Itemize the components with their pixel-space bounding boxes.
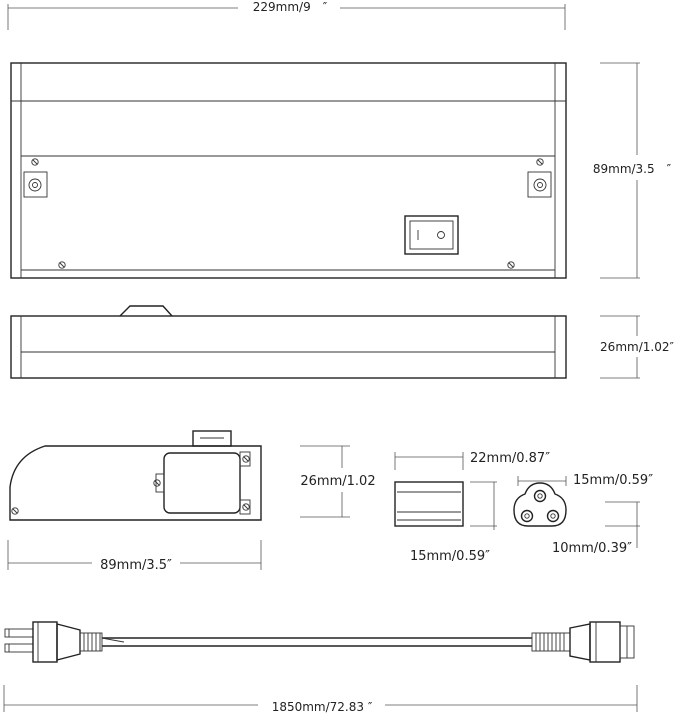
cord-length-dimension: 1850mm/72.83 ″ (3, 685, 638, 714)
rocker-switch-icon (404, 215, 459, 255)
screw-icon (31, 158, 39, 166)
screw-icon (11, 507, 19, 515)
ac-plug-icon (4, 621, 103, 663)
height-label: 89mm/3.5 ″ (593, 162, 672, 176)
light-bar-front-view (10, 62, 567, 279)
side-switch-icon (119, 305, 173, 317)
cord-connector-end (531, 621, 635, 663)
switchbox-height-dimension: 26mm/1.02 (300, 445, 376, 518)
screw-icon (58, 261, 66, 269)
socket-height-label: 10mm/0.39″ (552, 541, 632, 556)
connector-height-dimension: 15mm/0.59″ (410, 481, 497, 564)
screw-icon (507, 261, 515, 269)
side-height-label: 26mm/1.02″ (600, 340, 674, 354)
screw-icon (536, 158, 544, 166)
screw-icon (242, 503, 250, 511)
width-dimension: 229mm/9 ″ (7, 0, 566, 30)
width-label: 229mm/9 ″ (253, 0, 328, 14)
connector-height-label: 15mm/0.59″ (410, 549, 490, 564)
switchbox-width-label: 89mm/3.5″ (100, 558, 172, 573)
plug-strain-relief (79, 632, 103, 652)
screw-icon (242, 455, 250, 463)
cord-length-label: 1850mm/72.83 ″ (272, 700, 373, 714)
switchbox-height-label: 26mm/1.02 (300, 474, 375, 489)
switchbox-width-dimension: 89mm/3.5″ (7, 540, 262, 573)
mounting-bracket-right (527, 171, 552, 198)
three-pin-socket-icon (513, 482, 567, 527)
socket-width-dimension: 15mm/0.59″ (517, 473, 653, 488)
height-dimension: 89mm/3.5 ″ (593, 62, 672, 279)
connector-width-label: 22mm/0.87″ (470, 451, 550, 466)
connector-width-dimension: 22mm/0.87″ (394, 451, 550, 470)
socket-width-label: 15mm/0.59″ (573, 473, 653, 488)
screw-icon (153, 479, 161, 487)
socket-height-dimension: 10mm/0.39″ (552, 501, 640, 556)
power-cord (4, 621, 635, 663)
connector-block (394, 481, 464, 527)
side-height-dimension: 26mm/1.02″ (600, 315, 674, 379)
switch-box (9, 430, 262, 521)
light-bar-side-view (10, 305, 567, 379)
mounting-bracket-left (23, 171, 48, 198)
